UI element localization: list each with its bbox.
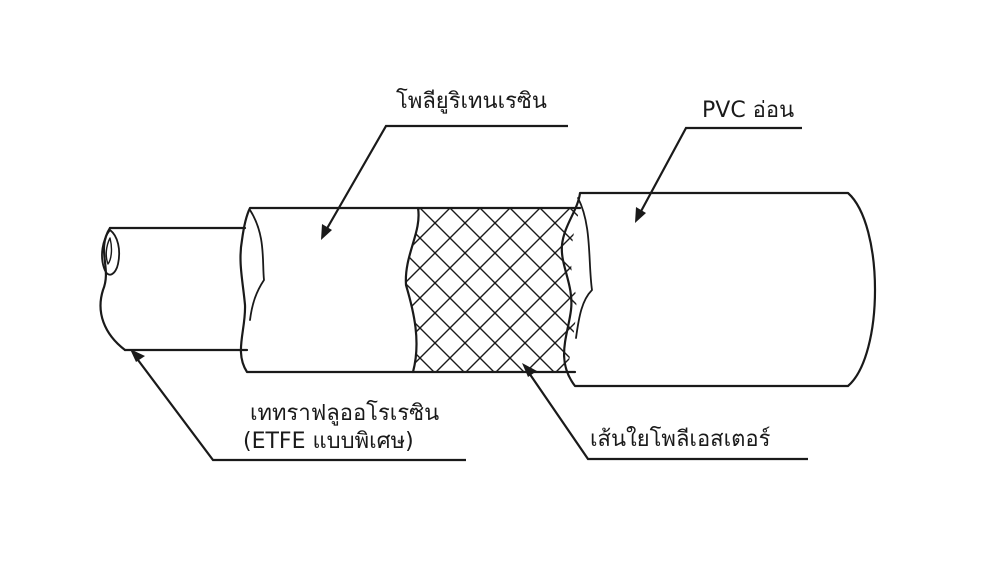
- etfe-tube-end: [99, 226, 127, 352]
- etfe-inner-tube: [108, 226, 249, 352]
- label-etfe-line1: เททราฟลูออโรเรซิน: [250, 401, 440, 426]
- leader-line-polyester: [526, 369, 808, 461]
- arrowhead-etfe: [130, 349, 145, 362]
- arrowhead-polyester: [522, 363, 537, 377]
- polyurethane-inner-edge: [249, 209, 265, 321]
- braid-section: [411, 206, 582, 374]
- etfe-bore-inner: [105, 237, 113, 265]
- polyester-braid-mesh: [405, 208, 580, 372]
- arrowhead-pvc: [635, 207, 646, 223]
- leader-line-etfe: [134, 355, 466, 462]
- polyurethane-layer: [239, 206, 420, 374]
- label-polyester-fiber: เส้นใยโพลีเอสเตอร์: [590, 427, 771, 452]
- pvc-outer-layer: [560, 191, 877, 388]
- arrowhead-polyurethane: [321, 224, 332, 240]
- etfe-bore-outer: [101, 229, 121, 276]
- label-polyurethane-resin: โพลียูริเทนเรซิน: [396, 89, 547, 114]
- label-etfe-line2: (ETFE แบบพิเศษ): [243, 429, 414, 454]
- pvc-inner-edge: [575, 197, 593, 339]
- leader-line-polyurethane: [324, 124, 568, 233]
- label-soft-pvc: PVC อ่อน: [702, 98, 795, 123]
- leader-line-pvc: [638, 126, 802, 216]
